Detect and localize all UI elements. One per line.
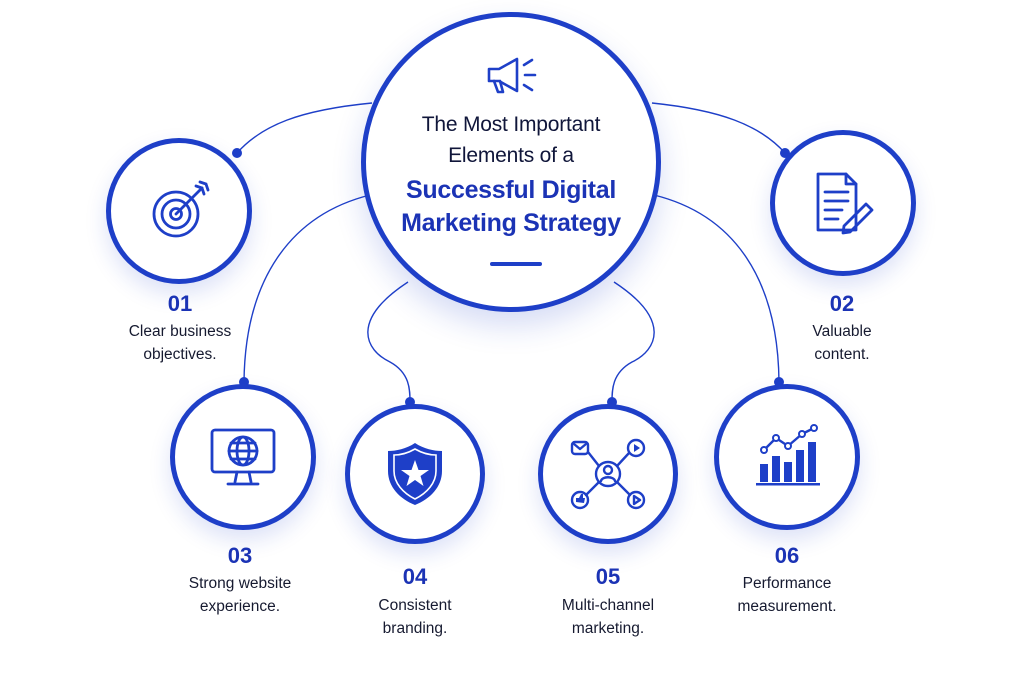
element-label-03-line-1: Strong website [188,575,292,592]
element-label-04-line-1: Consistent [378,597,452,614]
center-hub: The Most Important Elements of a Success… [361,12,661,312]
network-user-icon [570,438,646,510]
megaphone-icon [487,57,537,94]
element-number-02: 02 [829,291,855,316]
document-pen-icon [816,172,874,235]
node-03 [170,384,316,530]
hub-title-line-2: Elements of a [448,144,574,167]
element-label-02-line-2: content. [814,346,870,363]
element-label-01-line-2: objectives. [143,346,217,363]
node-04 [345,404,485,544]
hub-title-line-1: The Most Important [421,113,601,136]
element-label-06-line-1: Performance [742,575,832,592]
element-label-03-line-2: experience. [199,598,281,615]
monitor-globe-icon [210,428,276,486]
node-05 [538,404,678,544]
element-label-01: Clear business objectives. [90,320,270,366]
element-label-06: Performance measurement. [697,572,877,618]
node-02 [770,130,916,276]
element-label-02: Valuable content. [752,320,932,366]
element-number-04: 04 [402,564,428,589]
element-number-06: 06 [774,543,800,568]
element-number-01: 01 [167,291,193,316]
element-number-03: 03 [227,543,253,568]
element-label-01-line-1: Clear business [128,323,232,340]
shield-star-icon [388,443,442,505]
element-label-05-line-2: marketing. [571,620,645,637]
hub-underline [490,262,542,266]
element-label-03: Strong website experience. [150,572,330,618]
hub-title-line-4: Marketing Strategy [401,209,621,237]
hub-title-line-3: Successful Digital [406,176,616,204]
element-label-04: Consistent branding. [325,594,505,640]
node-01 [106,138,252,284]
element-label-05-line-1: Multi-channel [561,597,655,614]
element-label-06-line-2: measurement. [737,598,837,615]
bar-chart-trend-icon [756,424,820,486]
element-number-05: 05 [595,564,621,589]
node-06 [714,384,860,530]
connector-dot [232,148,242,158]
element-label-02-line-1: Valuable [812,323,872,340]
element-label-04-line-2: branding. [382,620,448,637]
target-icon [152,180,210,238]
element-label-05: Multi-channel marketing. [518,594,698,640]
